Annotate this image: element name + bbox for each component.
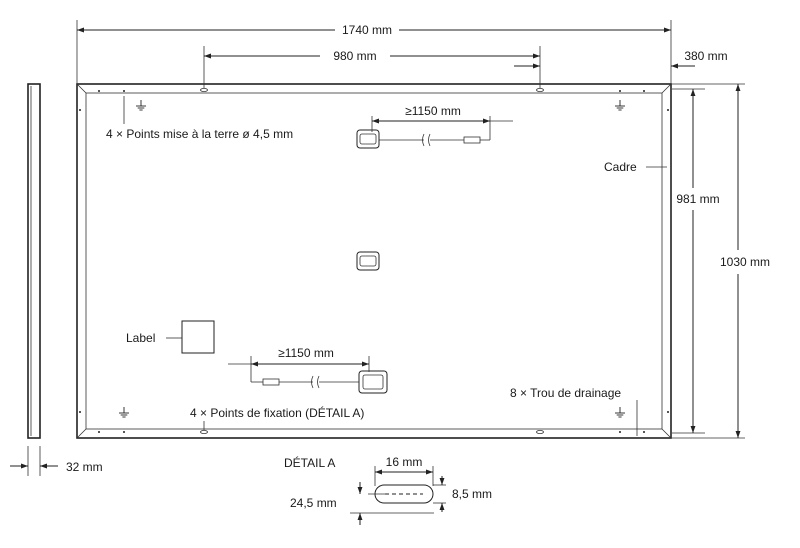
- dim-slot-length: 16 mm: [386, 455, 423, 469]
- ground-symbol-icon: [614, 406, 626, 418]
- label-mounting-points: 4 × Points de fixation (DÉTAIL A): [190, 405, 364, 420]
- connector-icon: [262, 378, 280, 386]
- ground-symbol-icon: [614, 99, 626, 111]
- label-label: Label: [126, 331, 155, 345]
- dim-slot-offset: 24,5 mm: [290, 496, 337, 510]
- dimension-lines: [10, 27, 741, 469]
- panel-frame: [76, 83, 672, 439]
- junction-box-icon: [356, 251, 380, 271]
- dim-thickness: 32 mm: [66, 460, 103, 474]
- mounting-holes: [200, 88, 544, 434]
- dim-slot-width: 8,5 mm: [452, 487, 492, 501]
- dim-mount-height: 981 mm: [676, 192, 719, 206]
- dim-height-total: 1030 mm: [720, 255, 770, 269]
- detail-a: DÉTAIL A: [284, 455, 446, 525]
- side-profile: [27, 83, 41, 439]
- label-box: [181, 320, 215, 354]
- extension-lines: [27, 20, 745, 476]
- top-cable: [356, 116, 513, 149]
- junction-box-icon: [356, 129, 380, 149]
- dim-mount-spacing: 980 mm: [333, 49, 376, 63]
- label-grounding-points: 4 × Points mise à la terre ø 4,5 mm: [106, 127, 293, 141]
- ground-symbol-icon: [135, 99, 147, 111]
- dim-cable-bottom: ≥1150 mm: [278, 346, 334, 360]
- connector-icon: [463, 136, 481, 144]
- dim-edge-offset: 380 mm: [684, 49, 727, 63]
- bottom-cable: [228, 356, 388, 394]
- dim-width-total: 1740 mm: [342, 23, 392, 37]
- dim-cable-top: ≥1150 mm: [405, 104, 461, 118]
- ground-symbol-icon: [118, 406, 130, 418]
- label-frame: Cadre: [604, 160, 637, 174]
- detail-title: DÉTAIL A: [284, 455, 335, 470]
- drainage-holes: [79, 90, 669, 433]
- label-drainage-holes: 8 × Trou de drainage: [510, 386, 621, 400]
